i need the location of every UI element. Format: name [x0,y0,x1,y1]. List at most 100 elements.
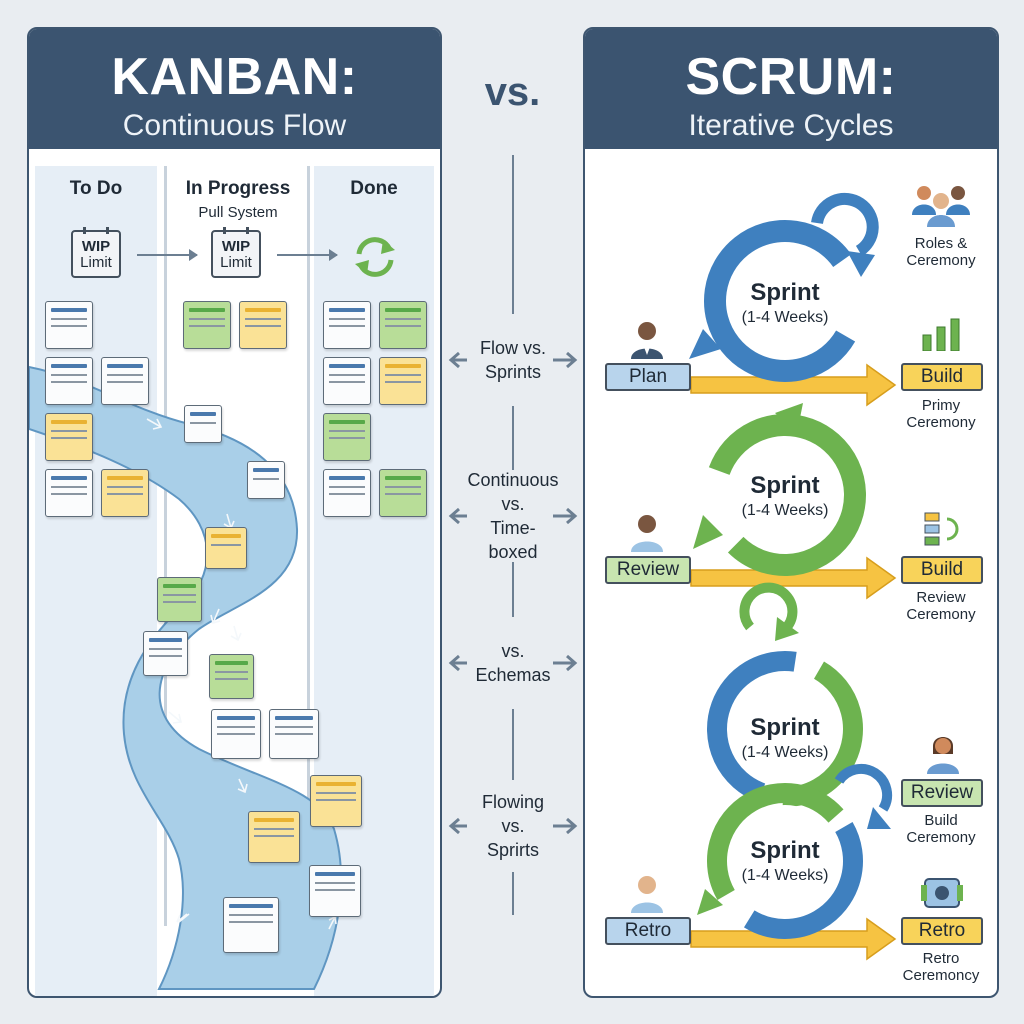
wip-limit-icon: WIP Limit [71,227,121,278]
task-card [184,405,222,443]
sprint-duration: (1-4 Weeks) [741,867,829,884]
comparison-line: vs. [501,494,525,514]
sprint-label: Sprint (1-4 Weeks) [730,472,840,520]
person-icon [631,876,663,913]
wip-sublabel: Limit [80,254,112,271]
task-card [45,301,93,349]
comparison-echemas: vs.Echemas [447,617,579,709]
task-card [379,301,427,349]
sprint-title: Sprint [750,472,820,499]
task-card [101,469,149,517]
caption-line: Ceremony [906,414,976,431]
double-arrow-right-icon [553,817,578,835]
task-card [248,811,300,863]
sprint-label: Sprint (1-4 Weeks) [730,714,840,762]
retro-icon [921,878,963,908]
task-card [310,775,362,827]
double-arrow-right-icon [553,654,578,672]
caption-line: Retro [922,950,960,967]
wip-label: WIP [81,238,111,255]
refresh-cycle-icon [355,237,395,277]
person-icon [631,515,663,552]
double-arrow-right-icon [553,507,578,525]
sprint-cycles-diagram [689,192,897,961]
bar-chart-icon [922,318,960,351]
comparison-line: Echemas [475,665,551,685]
retro-ceremony-caption: Retro Ceremoncy [891,950,991,984]
task-card [211,709,261,759]
task-card [379,357,427,405]
comparison-line: Flow vs. [479,338,546,358]
task-card [205,527,247,569]
wip-label: WIP [221,238,251,255]
task-card [379,469,427,517]
sprint-label: Sprint (1-4 Weeks) [730,279,840,327]
sprint-cycle-1 [689,192,897,407]
column-sublabel-pull-system: Pull System [198,204,278,221]
task-card [323,413,371,461]
scrum-subtitle: Iterative Cycles [688,109,894,142]
sprint-title: Sprint [750,714,820,741]
review-box: Review [605,556,691,584]
yellow-flow-arrow [690,556,897,600]
wip-limit-icon: WIP Limit [211,227,261,278]
river-flow-marks [146,418,337,930]
scrum-panel: SCRUM: Iterative Cycles [583,27,999,998]
caption-line: Primy [921,397,961,414]
comparison-line: Flowing [481,792,545,812]
column-divider [307,166,310,926]
person-icon [631,322,663,359]
sprint-title: Sprint [750,279,820,306]
blue-cycle-ring [704,220,866,382]
retro-box: Retro [605,917,691,945]
build-caption: Primy Ceremony [891,397,991,431]
comparison-line: Time-boxed [488,518,538,562]
sprint-title: Sprint [750,837,820,864]
task-card [45,469,93,517]
build-box: Build [901,556,983,584]
caption-line: Roles & [914,235,968,252]
flow-arrow [277,249,338,261]
double-arrow-right-icon [553,351,578,369]
task-card [269,709,319,759]
sprint-duration: (1-4 Weeks) [741,502,829,519]
column-header-in-progress: In Progress [185,178,291,199]
wip-sublabel: Limit [220,254,252,271]
caption-line: Ceremony [906,829,976,846]
column-header-todo: To Do [69,178,123,199]
column-header-done: Done [350,178,398,199]
task-card [309,865,361,917]
sprint-label: Sprint (1-4 Weeks) [730,837,840,885]
task-card [183,301,231,349]
task-card [45,357,93,405]
build-box: Build [901,363,983,391]
comparison-line: Sprints [484,362,542,382]
caption-line: Review [916,589,966,606]
sprint-cycle-2 [690,403,897,600]
task-card [239,301,287,349]
green-cycle-ring [704,414,866,576]
scrum-header: SCRUM: Iterative Cycles [585,29,997,149]
scrum-title: SCRUM: [685,48,897,106]
kanban-panel: KANBAN: Continuous Flow To Do In Progres… [27,27,442,998]
plan-box: Plan [605,363,691,391]
versus-title: vs. [484,70,541,114]
person-icon [927,737,959,774]
comparison-line: vs. [501,816,525,836]
task-card [323,301,371,349]
sprint-duration: (1-4 Weeks) [741,309,829,326]
task-card [143,631,188,676]
retro-box-right: Retro [901,917,983,945]
caption-line: Ceremony [906,252,976,269]
kanban-subtitle: Continuous Flow [122,109,347,142]
yellow-flow-arrow [690,917,897,961]
task-card [323,469,371,517]
caption-line: Build [924,812,958,829]
task-card [157,577,202,622]
team-roles-icon [912,186,970,227]
task-card [45,413,93,461]
column-divider [164,166,167,926]
task-card [209,654,254,699]
